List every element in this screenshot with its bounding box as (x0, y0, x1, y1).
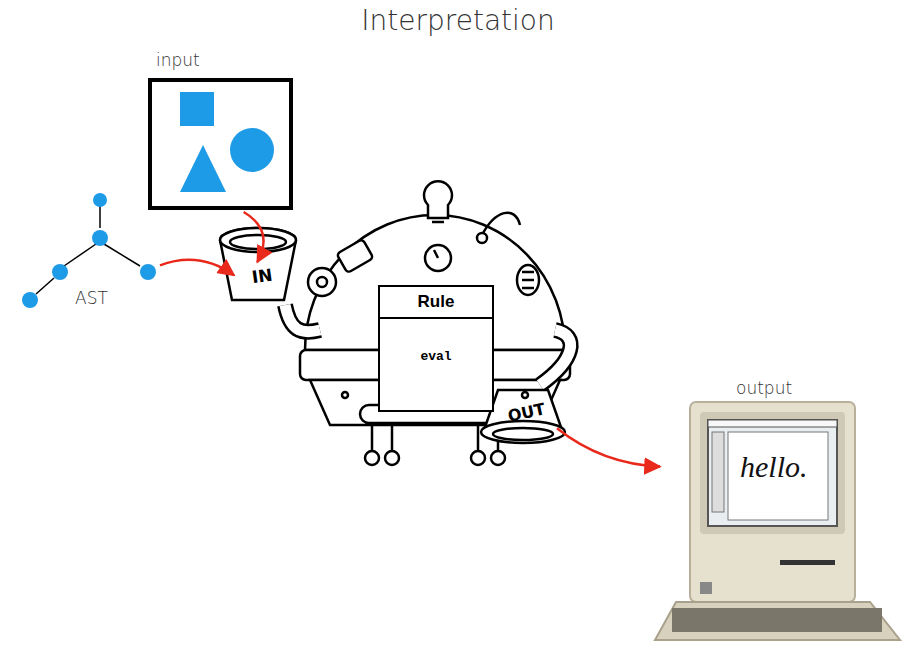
node-text: eval (380, 319, 492, 410)
flow-arrow (160, 260, 234, 275)
node-label: OUT (494, 394, 559, 432)
rule-box: Ruleeval (378, 285, 494, 412)
node-label: input (156, 50, 200, 70)
node-label: output (736, 378, 792, 398)
computer-node: output hello. (660, 378, 910, 648)
node-text: hello. (740, 450, 808, 484)
circle-shape (230, 128, 274, 172)
input-box: input (148, 50, 295, 212)
out-bucket: OUT (496, 400, 557, 434)
in-bucket: IN (234, 262, 290, 296)
computer (655, 402, 900, 640)
node-label: IN (232, 258, 291, 294)
diagram-title: Interpretation (0, 4, 916, 37)
ast-tree-node: AST (20, 190, 160, 322)
node-label: Rule (380, 287, 492, 319)
input-frame (150, 80, 291, 208)
ast-dots (22, 193, 156, 308)
triangle-shape (180, 145, 226, 192)
flow-arrow (244, 212, 264, 262)
node-label: AST (75, 288, 108, 308)
flow-arrow (557, 428, 660, 466)
ast-tree (36, 206, 140, 294)
machine (220, 181, 571, 465)
square-shape (180, 92, 214, 126)
